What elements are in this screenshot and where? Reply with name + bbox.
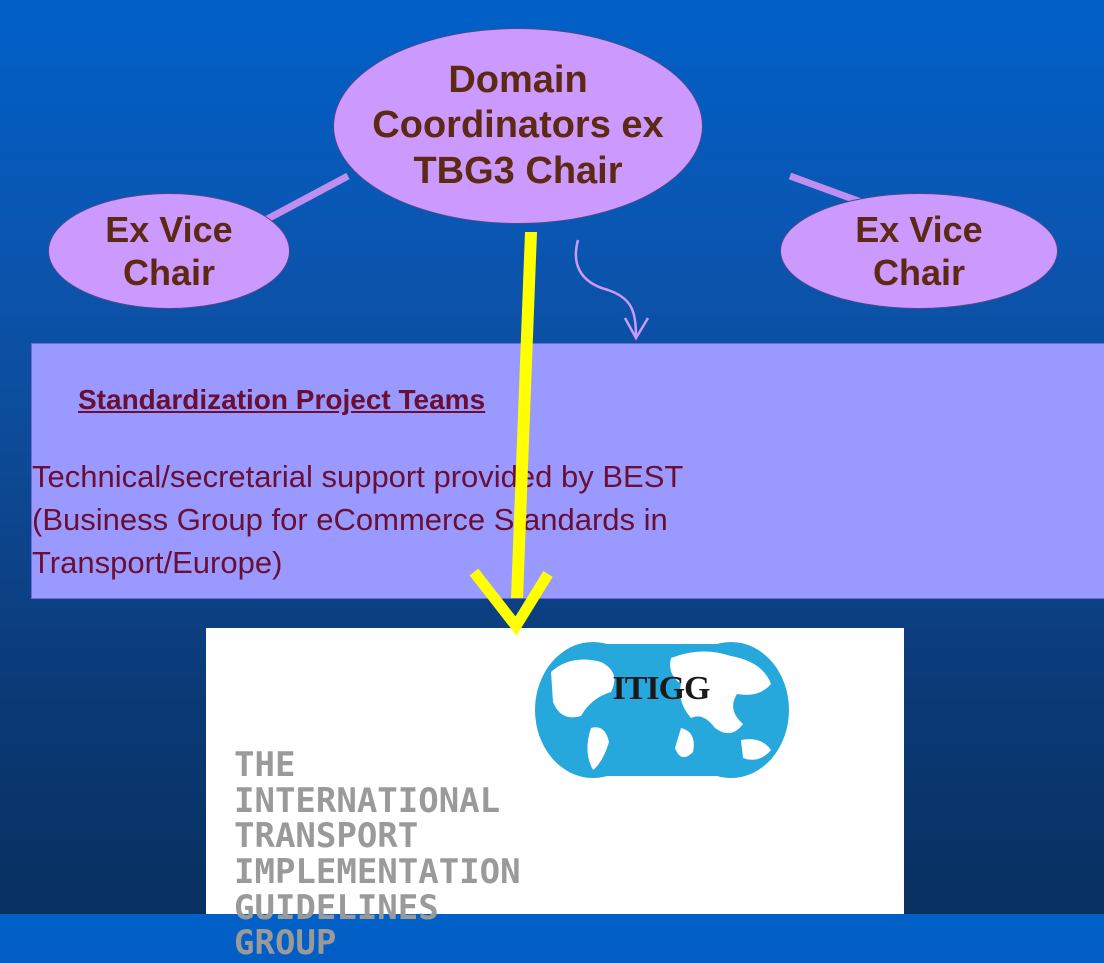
project-teams-box: Standardization Project Teams Technical/…	[31, 343, 1104, 599]
coordinators-line-2: Coordinators ex	[372, 104, 664, 147]
org-name-line-4: IMPLEMENTATION	[234, 852, 521, 893]
description-line-2: (Business Group for eCommerce Standards …	[32, 501, 668, 537]
project-teams-title: Standardization Project Teams	[78, 384, 486, 415]
yellow-arrow-head	[469, 568, 553, 636]
org-name-line-2: INTERNATIONAL	[234, 780, 501, 821]
org-name-line-6: GROUP	[234, 923, 337, 963]
ex-vice-chair-right: Ex Vice Chair	[780, 193, 1058, 309]
itigg-logo: ITIGG THE INTERNATIONAL TRANSPORT IMPLEM…	[206, 628, 904, 961]
yellow-arrow-shaft	[511, 232, 537, 598]
vice-left-line-1: Ex Vice	[105, 208, 233, 250]
org-name-line-1: THE	[234, 745, 296, 785]
ex-vice-chair-left: Ex Vice Chair	[48, 193, 290, 309]
description-line-1: Technical/secretarial support provided b…	[32, 459, 684, 494]
org-name-line-3: TRANSPORT	[234, 816, 419, 857]
vice-left-line-2: Chair	[122, 252, 215, 293]
curved-arrow-head	[623, 317, 650, 341]
description-line-3: Transport/Europe)	[32, 544, 283, 580]
globe-icon	[531, 632, 793, 782]
connector-left	[256, 172, 350, 228]
vice-right-line-2: Chair	[872, 252, 965, 293]
yellow-arrow	[469, 232, 553, 636]
domain-coordinators-node: Domain Coordinators ex TBG3 Chair	[333, 28, 703, 224]
project-teams-description: Technical/secretarial support provided b…	[32, 456, 992, 584]
curved-arrow	[574, 239, 638, 337]
coordinators-line-1: Domain	[448, 58, 588, 101]
itigg-globe-label: ITIGG	[612, 670, 710, 707]
coordinators-line-3: TBG3 Chair	[413, 149, 623, 192]
vice-right-line-1: Ex Vice	[855, 208, 983, 250]
